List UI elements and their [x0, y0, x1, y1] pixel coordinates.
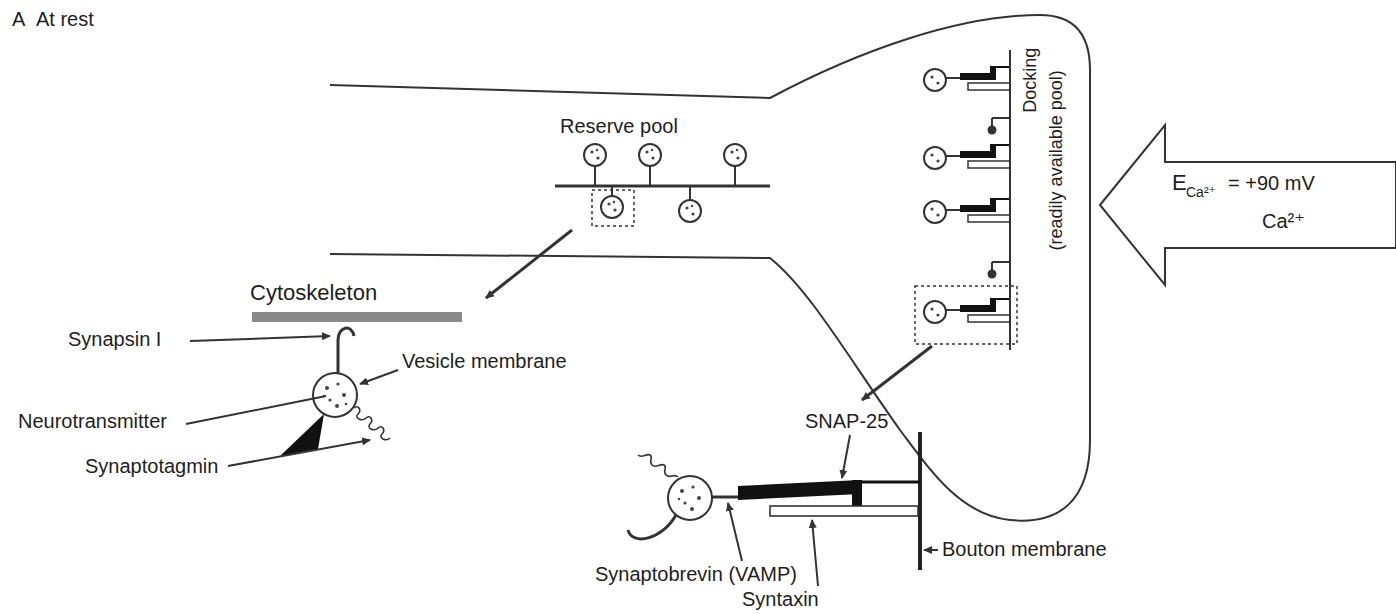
potential-subscript: Ca²⁺ — [1186, 184, 1216, 200]
vesicle-contents — [930, 153, 933, 156]
pool-label: Docking — [1021, 47, 1042, 112]
potential-label: E — [1172, 170, 1187, 195]
cytoskeleton — [252, 312, 462, 322]
pool-label: (readily available pool) — [1046, 70, 1067, 250]
calcium-arrow — [1100, 125, 1396, 285]
vesicle — [639, 144, 661, 166]
snap-25 — [996, 66, 1010, 68]
snap-25 — [862, 481, 920, 484]
part-label: Synaptobrevin (VAMP) — [595, 563, 797, 586]
synapsin-stalk — [734, 166, 736, 186]
synaptotagmin-coil — [354, 407, 390, 440]
leader-line — [186, 336, 398, 466]
snap-25 — [996, 298, 1010, 300]
vesicle — [601, 196, 623, 218]
part-label: Synapsin I — [68, 328, 161, 351]
syntaxin — [968, 161, 1010, 168]
vesicle — [584, 144, 606, 166]
vesicle-contents — [936, 81, 939, 84]
vesicle — [924, 147, 946, 169]
vesicle — [679, 200, 701, 222]
synaptobrevin — [946, 309, 962, 311]
synaptobrevin — [946, 209, 962, 211]
docked-vesicles — [924, 66, 1010, 323]
vesicle — [724, 144, 746, 166]
reserve-pool — [555, 144, 770, 226]
part-label: Cytoskeleton — [250, 280, 377, 305]
syntaxin — [770, 506, 918, 516]
zoom-arrow — [862, 346, 932, 400]
vesicle — [668, 476, 712, 520]
part-label: Synaptotagmin — [85, 455, 218, 478]
syntaxin — [968, 83, 1010, 90]
snap-25 — [990, 298, 996, 312]
snap-25 — [990, 144, 996, 158]
vesicle — [924, 301, 946, 323]
vesicle-contents — [590, 149, 739, 216]
vesicle-contents — [936, 313, 939, 316]
bouton-membrane — [918, 432, 922, 570]
synapsin-stalk — [689, 186, 691, 200]
bouton-outline — [330, 15, 1090, 521]
synaptobrevin — [946, 77, 962, 79]
snap-25 — [996, 198, 1010, 200]
vesicle-contents — [930, 207, 933, 210]
synaptobrevin — [946, 155, 962, 157]
syntaxin — [968, 315, 1010, 322]
part-label: Syntaxin — [742, 588, 819, 611]
vesicle-contents — [936, 213, 939, 216]
synapsin-stalk — [594, 166, 596, 186]
vesicle-contents — [678, 485, 701, 511]
synapsin-stalk — [611, 186, 613, 196]
pool-label: Reserve pool — [560, 115, 678, 138]
zoom-arrow — [486, 230, 572, 298]
panel-title: At rest — [36, 8, 94, 31]
vesicle-contents — [930, 307, 933, 310]
potential-label: = +90 mV — [1228, 172, 1315, 195]
active-zone-membrane — [1009, 50, 1011, 350]
vesicle — [924, 201, 946, 223]
dashed-box — [915, 286, 1017, 344]
snap-25 — [990, 66, 996, 80]
part-label: Vesicle membrane — [402, 350, 567, 373]
snap-25 — [990, 198, 996, 212]
snap-25 — [996, 144, 1010, 146]
ion-label: Ca²⁺ — [1262, 210, 1305, 233]
synapsin-stalk — [649, 166, 651, 186]
vesicle — [313, 373, 357, 417]
synapsin-hook — [338, 328, 354, 373]
panel-letter: A — [12, 8, 25, 31]
vesicle-contents — [930, 75, 933, 78]
vesicle-contents — [936, 159, 939, 162]
synaptotagmin-coil — [638, 455, 678, 477]
vesicle-contents — [323, 382, 348, 408]
part-label: Bouton membrane — [942, 538, 1107, 561]
synapsin-hook — [628, 515, 676, 539]
snap-25 — [738, 480, 860, 500]
vesicle — [924, 69, 946, 91]
membrane-knob — [989, 118, 1011, 278]
synaptobrevin — [712, 496, 740, 499]
cytoskeleton-bar — [555, 185, 770, 188]
part-label: Neurotransmitter — [18, 410, 167, 433]
syntaxin — [968, 215, 1010, 222]
part-label: SNAP-25 — [805, 410, 888, 433]
dashed-box — [592, 190, 634, 226]
snap-25 — [852, 480, 862, 506]
